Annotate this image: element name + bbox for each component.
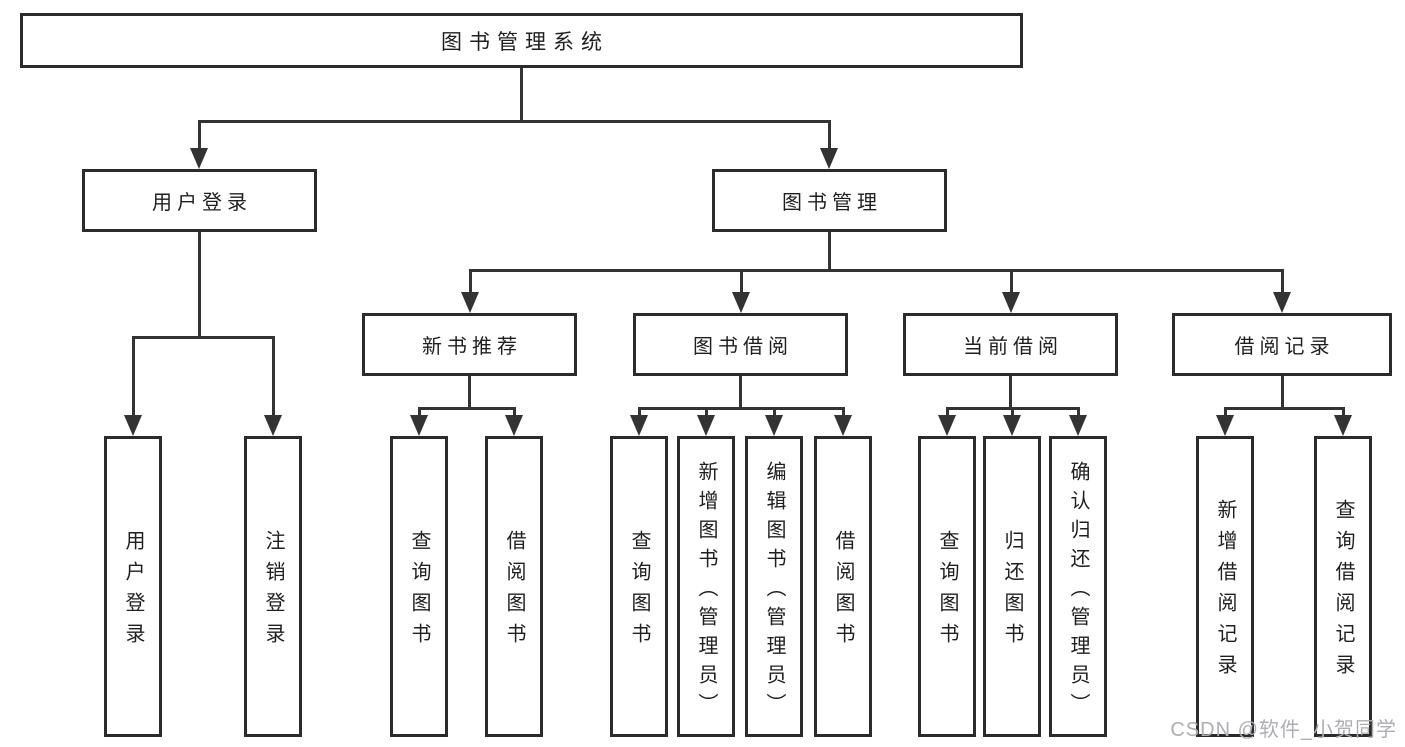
arrow-down-icon [834, 415, 852, 436]
connector-line [1077, 407, 1080, 417]
connector-line [272, 336, 275, 416]
node-borrowing-records-label: 借阅记录 [1234, 336, 1335, 358]
connector-line [1281, 376, 1284, 410]
arrow-down-icon [1003, 415, 1021, 436]
connector-line [520, 68, 523, 120]
leaf-add-borrow-record: 新增借阅记录 [1196, 436, 1254, 737]
arrow-down-icon [124, 415, 142, 436]
node-new-book-recommend: 新书推荐 [362, 313, 577, 376]
connector-line [1010, 269, 1013, 294]
leaf-return-book-label: 归还图书 [1001, 530, 1023, 654]
connector-line [469, 269, 472, 294]
connector-line [418, 407, 421, 417]
connector-line [740, 269, 743, 294]
node-borrowing-records: 借阅记录 [1172, 313, 1392, 376]
leaf-borrow-book-borrow-label: 借阅图书 [832, 530, 854, 654]
connector-line [469, 269, 1283, 272]
node-book-borrowing-label: 图书借阅 [693, 336, 793, 358]
node-book-borrowing: 图书借阅 [633, 313, 848, 376]
leaf-confirm-return-admin-label: 确认归还（管理员） [1067, 460, 1089, 722]
connector-line [1281, 269, 1284, 294]
connector-line [739, 376, 742, 410]
connector-line [638, 407, 641, 417]
connector-line [132, 336, 274, 339]
arrow-down-icon [732, 292, 750, 313]
leaf-query-book-borrow: 查询图书 [610, 436, 668, 737]
leaf-logout: 注销登录 [244, 436, 302, 737]
leaf-query-book-borrow-label: 查询图书 [628, 530, 650, 654]
node-book-management-label: 图书管理 [782, 192, 882, 214]
node-root-label: 图书管理系统 [441, 30, 609, 54]
connector-line [198, 120, 201, 151]
node-user-login-label: 用户登录 [152, 192, 252, 214]
arrow-down-icon [820, 148, 838, 169]
arrow-down-icon [190, 148, 208, 169]
arrow-down-icon [264, 415, 282, 436]
connector-line [513, 407, 516, 417]
csdn-watermark: CSDN @软件_小贺同学 [1170, 719, 1397, 741]
arrow-down-icon [505, 415, 523, 436]
connector-line [132, 336, 135, 416]
arrow-down-icon [1273, 292, 1291, 313]
arrow-down-icon [697, 415, 715, 436]
arrow-down-icon [1069, 415, 1087, 436]
connector-line [1011, 407, 1014, 417]
leaf-borrow-book-newrec-label: 借阅图书 [503, 530, 525, 654]
node-new-book-recommend-label: 新书推荐 [422, 336, 522, 358]
arrow-down-icon [630, 415, 648, 436]
arrow-down-icon [938, 415, 956, 436]
arrow-down-icon [461, 292, 479, 313]
connector-line [828, 232, 831, 272]
connector-line [198, 232, 201, 336]
connector-line [468, 376, 471, 410]
node-user-login: 用户登录 [82, 169, 317, 232]
leaf-logout-label: 注销登录 [262, 530, 284, 654]
leaf-query-book-newrec: 查询图书 [390, 436, 448, 737]
connector-line [198, 120, 830, 123]
arrow-down-icon [410, 415, 428, 436]
connector-line [773, 407, 776, 417]
connector-line [946, 407, 949, 417]
connector-line [828, 120, 831, 151]
leaf-borrow-book-borrow: 借阅图书 [814, 436, 872, 737]
arrow-down-icon [1334, 415, 1352, 436]
arrow-down-icon [1002, 292, 1020, 313]
leaf-query-borrow-record: 查询借阅记录 [1314, 436, 1372, 737]
leaf-query-book-current: 查询图书 [918, 436, 976, 737]
node-current-borrowing: 当前借阅 [903, 313, 1118, 376]
leaf-query-book-current-label: 查询图书 [936, 530, 958, 654]
connector-line [1342, 407, 1345, 417]
leaf-user-login: 用户登录 [104, 436, 162, 737]
node-current-borrowing-label: 当前借阅 [963, 336, 1063, 358]
connector-line [1009, 376, 1012, 410]
node-root: 图书管理系统 [20, 13, 1023, 68]
connector-line [418, 407, 515, 410]
leaf-edit-book-admin: 编辑图书（管理员） [745, 436, 803, 737]
arrow-down-icon [765, 415, 783, 436]
arrow-down-icon [1216, 415, 1234, 436]
leaf-user-login-label: 用户登录 [122, 530, 144, 654]
leaf-borrow-book-newrec: 借阅图书 [485, 436, 543, 737]
leaf-return-book: 归还图书 [983, 436, 1041, 737]
node-book-management: 图书管理 [712, 169, 947, 232]
connector-line [638, 407, 845, 410]
leaf-add-book-admin: 新增图书（管理员） [677, 436, 735, 737]
leaf-confirm-return-admin: 确认归还（管理员） [1049, 436, 1107, 737]
connector-line [705, 407, 708, 417]
leaf-query-book-newrec-label: 查询图书 [408, 530, 430, 654]
leaf-edit-book-admin-label: 编辑图书（管理员） [763, 460, 785, 722]
leaf-add-book-admin-label: 新增图书（管理员） [695, 460, 717, 722]
connector-line [1224, 407, 1227, 417]
leaf-add-borrow-record-label: 新增借阅记录 [1214, 499, 1236, 685]
connector-line [842, 407, 845, 417]
leaf-query-borrow-record-label: 查询借阅记录 [1332, 499, 1354, 685]
connector-line [1224, 407, 1345, 410]
